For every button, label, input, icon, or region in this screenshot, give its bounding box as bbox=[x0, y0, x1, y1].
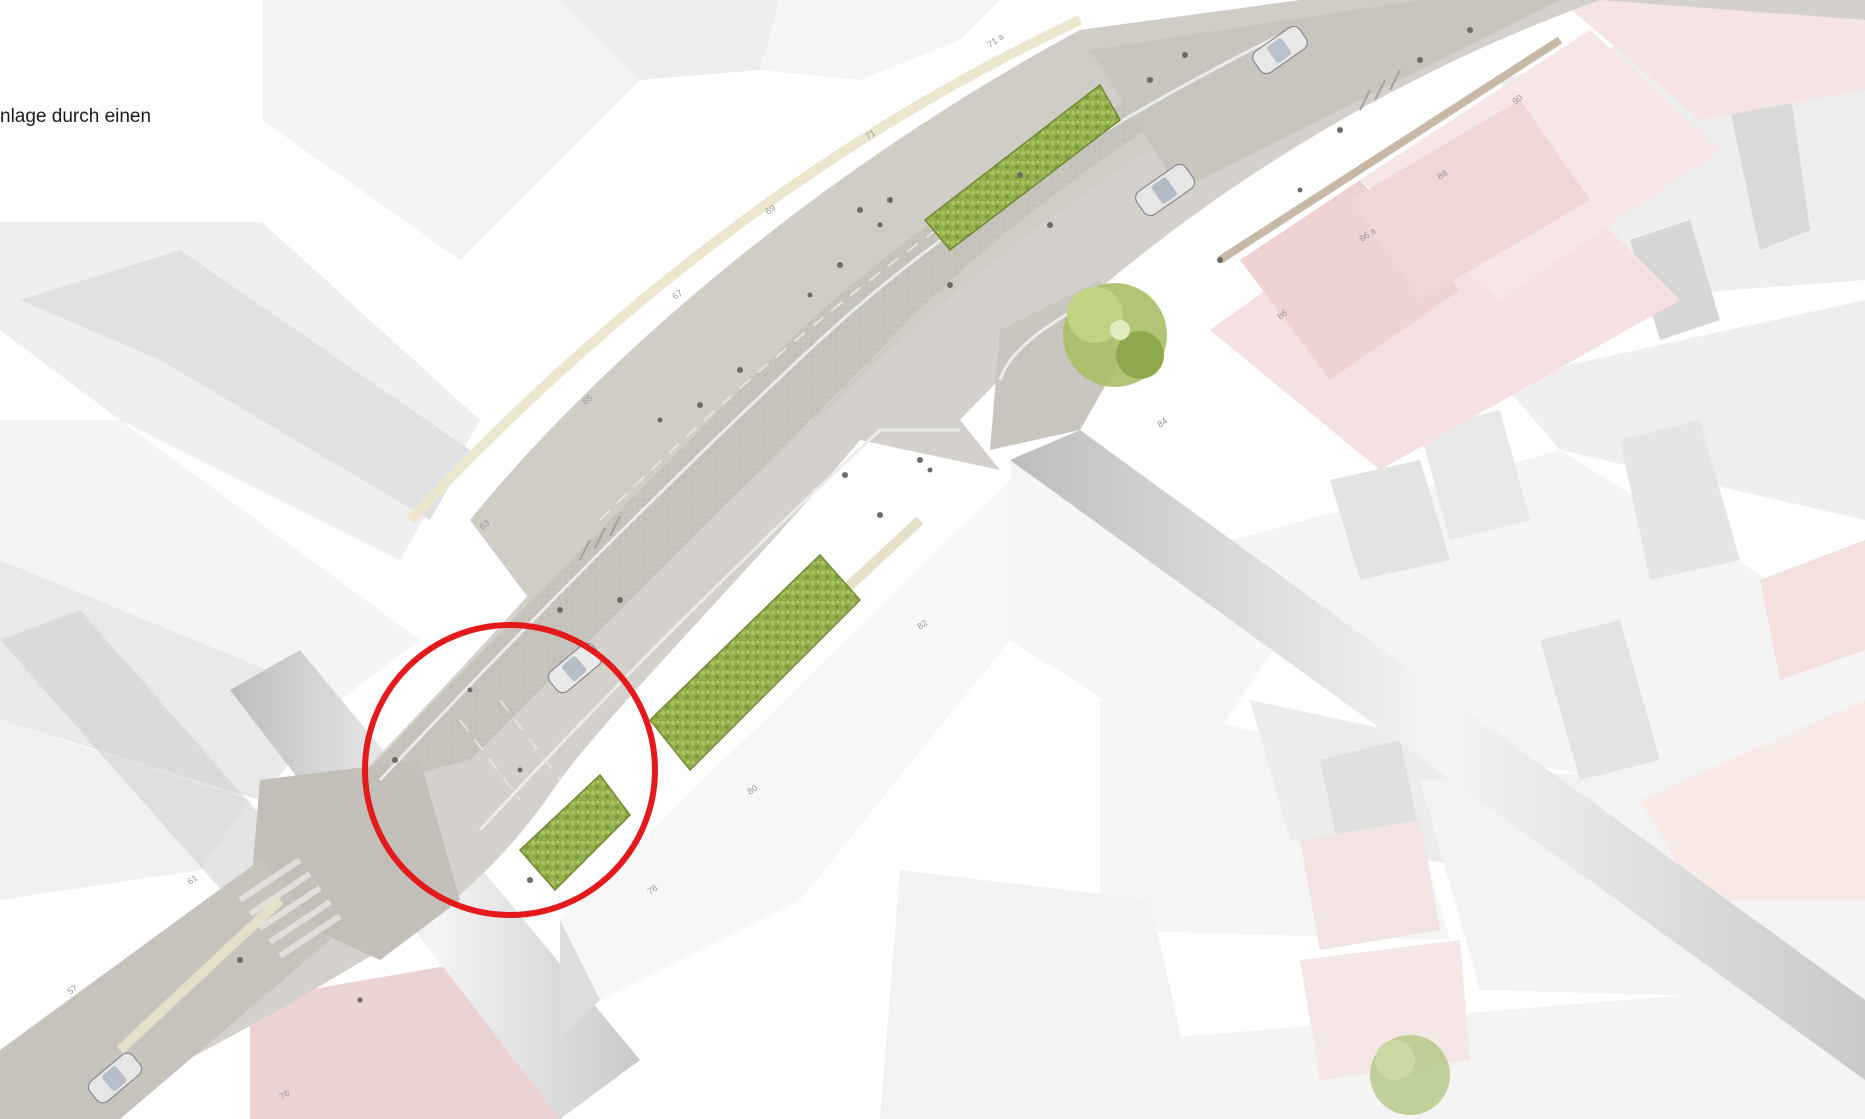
cars bbox=[87, 25, 1308, 1104]
house-number-labels: 71 a 71 69 67 65 63 61 57 76 78 80 82 84… bbox=[65, 31, 1524, 1101]
roadway bbox=[350, 20, 1320, 790]
planting-bed-icon bbox=[518, 773, 631, 892]
house-number: 82 bbox=[915, 618, 929, 632]
house-number: 57 bbox=[65, 983, 79, 997]
house-number: 61 bbox=[185, 873, 199, 887]
building-south bbox=[560, 480, 1010, 1000]
house-number: 69 bbox=[763, 203, 777, 217]
roadway-upper-right bbox=[1090, 0, 1560, 190]
house-number: 67 bbox=[670, 288, 684, 302]
house-number: 80 bbox=[745, 783, 759, 797]
car-icon bbox=[1134, 163, 1196, 217]
house-number: 88 bbox=[1435, 168, 1449, 182]
house-number: 71 a bbox=[985, 31, 1005, 49]
house-number: 86 bbox=[1275, 308, 1289, 322]
car-icon bbox=[87, 1052, 143, 1104]
caption-text: nlage durch einen bbox=[0, 106, 152, 127]
house-number: 84 bbox=[1155, 416, 1169, 430]
tree-icon bbox=[1063, 283, 1167, 387]
facade-strip-north bbox=[406, 15, 1083, 524]
caption-panel: nlage durch einen bbox=[0, 0, 262, 222]
house-number: 63 bbox=[477, 518, 491, 532]
facade-strip-east bbox=[1217, 36, 1563, 264]
planting-beds bbox=[518, 83, 1121, 892]
car-icon bbox=[1252, 25, 1308, 75]
house-number: 76 bbox=[277, 1088, 291, 1102]
parking-stripes bbox=[579, 69, 1401, 561]
cross-alley bbox=[1010, 430, 1865, 1080]
planting-bed-icon bbox=[648, 553, 862, 772]
pedestrians bbox=[237, 27, 1473, 1003]
planting-bed-icon bbox=[923, 83, 1121, 252]
highlight-circle-icon bbox=[362, 622, 658, 918]
car-icon bbox=[547, 642, 603, 694]
house-number: 71 bbox=[863, 128, 877, 142]
trees bbox=[1063, 283, 1450, 1115]
house-number: 78 bbox=[645, 883, 659, 897]
house-number: 65 bbox=[580, 393, 594, 407]
crosswalk bbox=[238, 857, 342, 959]
pink-buildings bbox=[250, 0, 1865, 1119]
tree-icon bbox=[1370, 1035, 1450, 1115]
house-number: 90 bbox=[1510, 93, 1524, 107]
